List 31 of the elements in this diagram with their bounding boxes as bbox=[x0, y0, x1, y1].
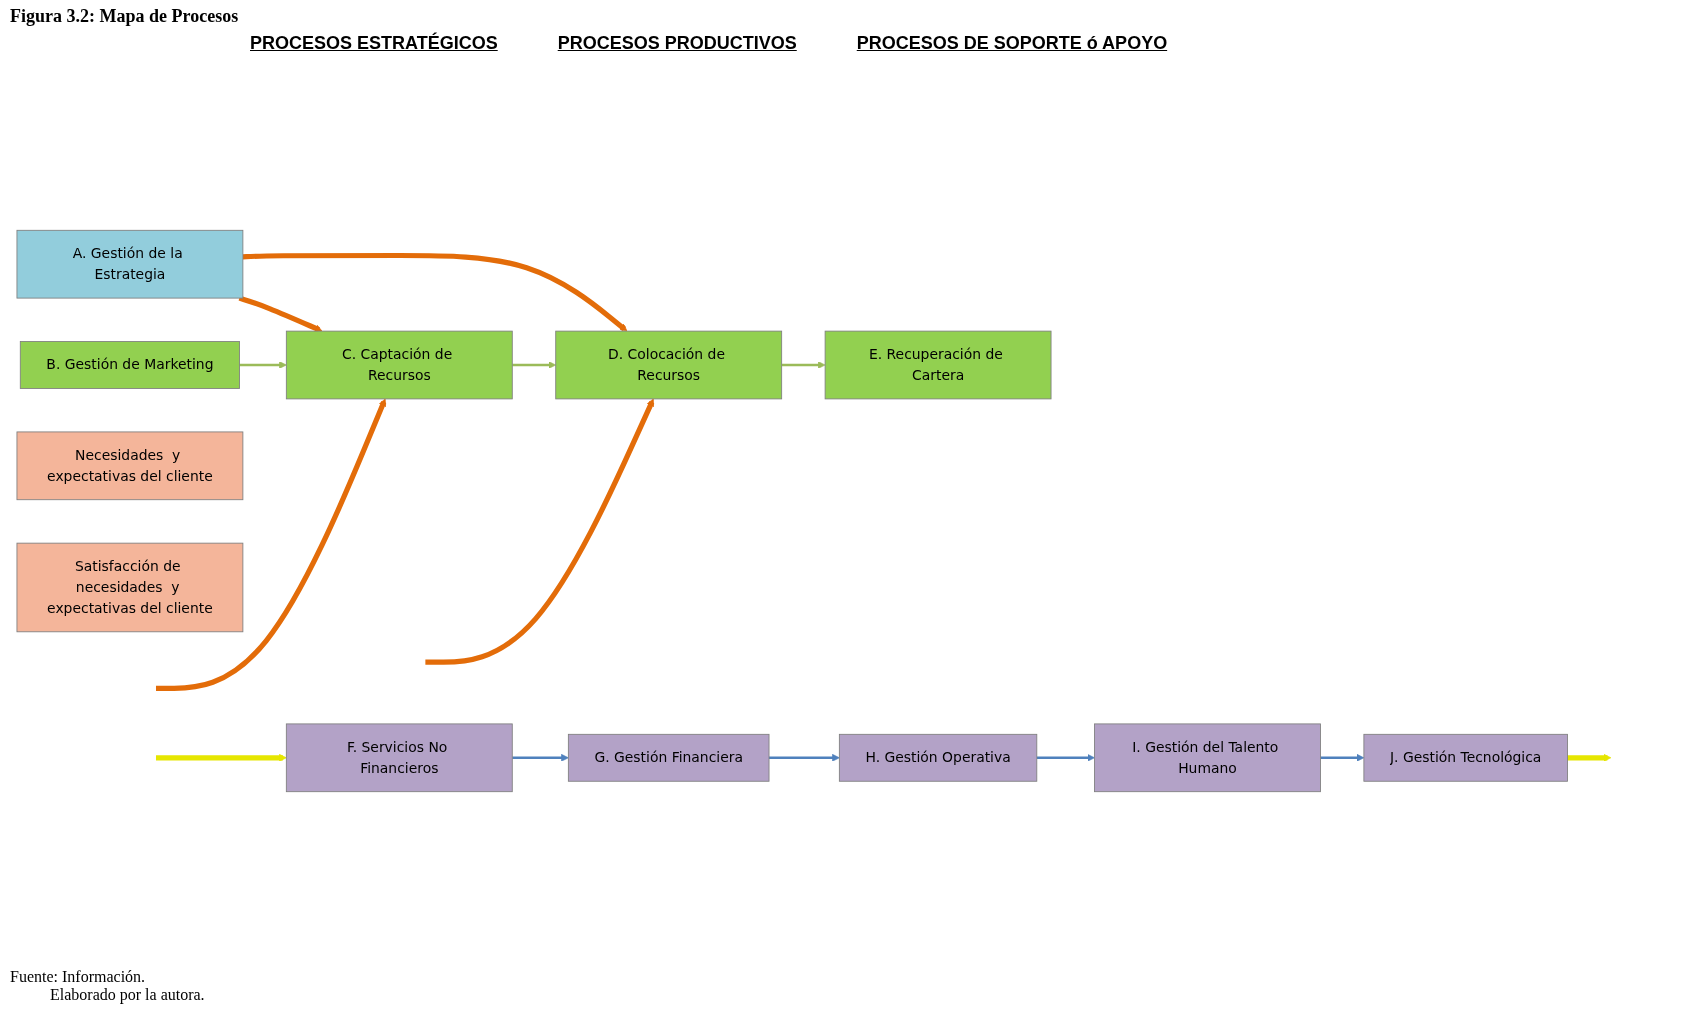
arrow bbox=[1036, 753, 1095, 762]
arrow bbox=[512, 361, 557, 369]
arrow bbox=[156, 398, 387, 691]
arrow bbox=[238, 295, 323, 333]
figure-title: Figura 3.2: Mapa de Procesos bbox=[10, 6, 240, 27]
arrow bbox=[512, 753, 569, 762]
node-box: E. Recuperación de Cartera bbox=[824, 330, 1052, 400]
section-heading: PROCESOS PRODUCTIVOS bbox=[557, 33, 797, 54]
node-box: H. Gestión Operativa bbox=[838, 733, 1038, 782]
node-box: Satisfacción de necesidades y expectativas del cliente bbox=[16, 542, 244, 633]
node-box: C. Captación de Recursos bbox=[285, 330, 513, 400]
arrow bbox=[239, 361, 287, 369]
arrow bbox=[769, 753, 840, 762]
node-box: G. Gestión Financiera bbox=[567, 733, 770, 782]
arrow bbox=[1320, 753, 1365, 762]
node-box: F. Servicios No Financieros bbox=[285, 723, 513, 793]
node-box: Necesidades y expectativas del cliente bbox=[16, 431, 244, 501]
section-heading: PROCESOS ESTRATÉGICOS bbox=[250, 33, 498, 54]
arrow bbox=[425, 398, 655, 665]
node-box: D. Colocación de Recursos bbox=[555, 330, 783, 400]
section-heading: PROCESOS DE SOPORTE ó APOYO bbox=[856, 33, 1168, 54]
source-caption: Fuente: Información. bbox=[10, 968, 147, 986]
node-box: I. Gestión del Talento Humano bbox=[1094, 723, 1321, 793]
arrow bbox=[156, 753, 287, 762]
author-note: Elaborado por la autora. bbox=[50, 986, 206, 1004]
node-box: J. Gestión Tecnológica bbox=[1363, 733, 1568, 782]
arrow bbox=[781, 361, 826, 369]
node-box: A. Gestión de la Estrategia bbox=[16, 229, 244, 299]
arrow bbox=[1567, 753, 1612, 762]
node-box: B. Gestión de Marketing bbox=[19, 341, 240, 389]
arrow bbox=[242, 252, 628, 332]
